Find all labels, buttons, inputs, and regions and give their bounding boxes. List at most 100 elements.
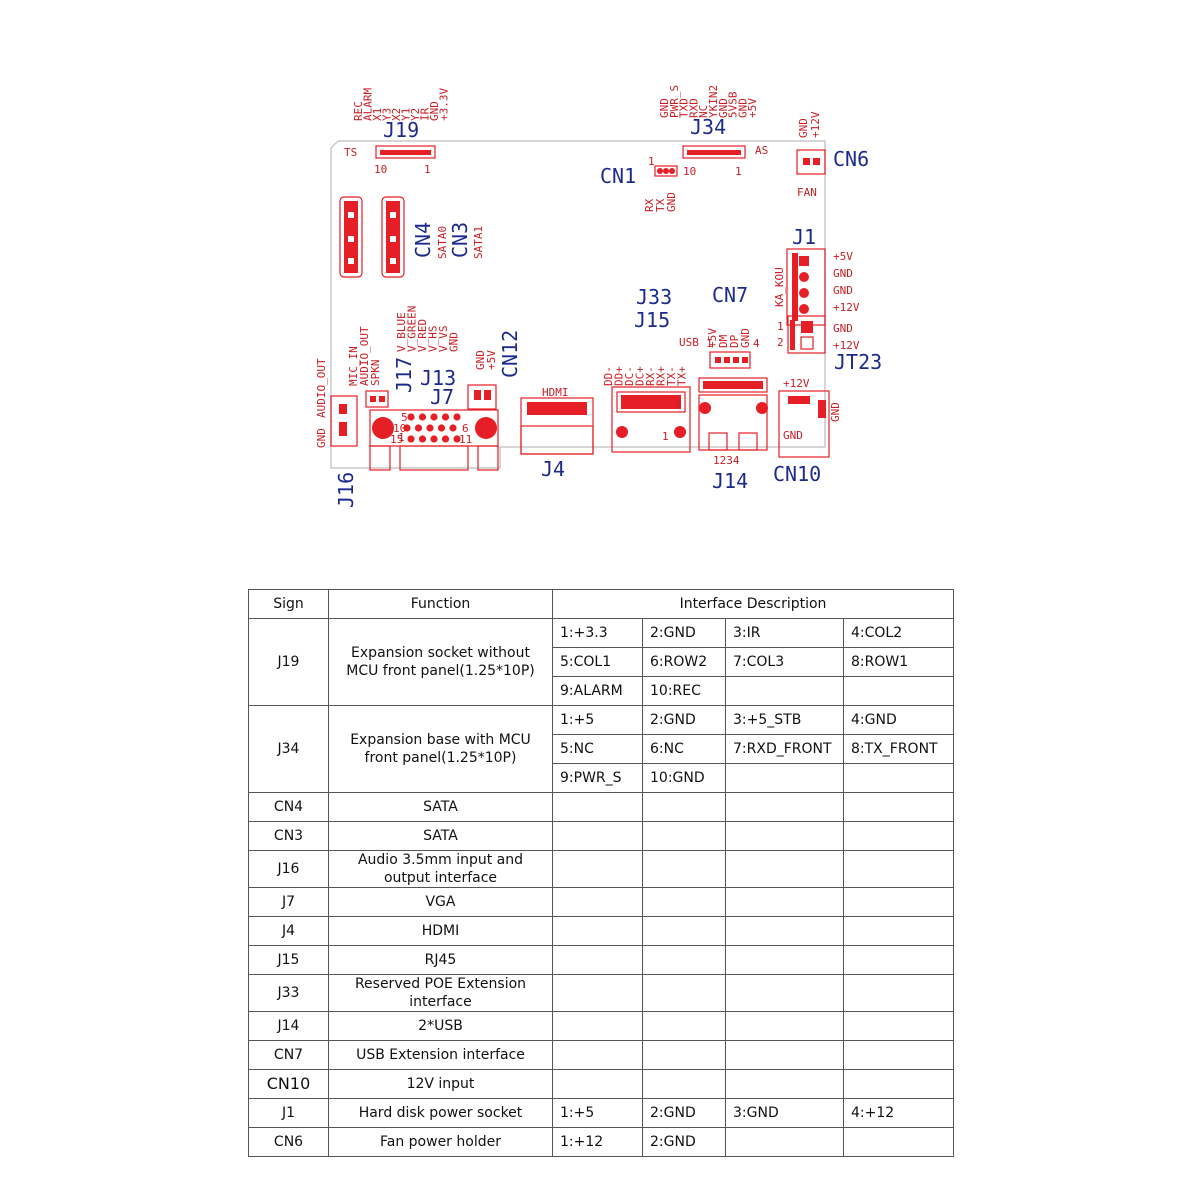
pin-cell: 9:ALARM bbox=[552, 676, 643, 706]
j16-label: J16 bbox=[334, 472, 358, 508]
pin-cell bbox=[642, 792, 726, 822]
j19-pin-label: X1 bbox=[371, 108, 384, 121]
cn12-pin-labels: GND+5V bbox=[474, 350, 498, 370]
j19-pin-label: GND bbox=[428, 101, 441, 121]
svg-text:6: 6 bbox=[462, 422, 469, 435]
pin-cell: 4:+12 bbox=[843, 1098, 954, 1128]
function-cell: Fan power holder bbox=[328, 1127, 553, 1157]
pin-cell bbox=[642, 945, 726, 975]
j19-pin-label: Y3 bbox=[381, 108, 394, 121]
pin-cell: 1:+5 bbox=[552, 1098, 643, 1128]
svg-text:8: 8 bbox=[675, 398, 682, 411]
pin-cell bbox=[843, 850, 954, 888]
pin-cell: 4:GND bbox=[843, 705, 954, 735]
pin-cell bbox=[843, 792, 954, 822]
pin-cell: 1:+3.3 bbox=[552, 618, 643, 648]
pin-cell: 3:+5_STB bbox=[725, 705, 844, 735]
pin-cell bbox=[552, 850, 643, 888]
sign-cell: J7 bbox=[248, 887, 329, 917]
svg-text:+12V: +12V bbox=[783, 377, 810, 390]
pin-cell bbox=[552, 821, 643, 851]
svg-text:1: 1 bbox=[424, 163, 431, 176]
as-label: AS bbox=[755, 144, 768, 157]
header-sign: Sign bbox=[248, 589, 329, 619]
pin-cell bbox=[725, 792, 844, 822]
sign-cell: J15 bbox=[248, 945, 329, 975]
pin-cell bbox=[725, 974, 844, 1012]
svg-text:1: 1 bbox=[648, 155, 655, 168]
sign-cell: CN6 bbox=[248, 1127, 329, 1157]
pin-cell bbox=[843, 1040, 954, 1070]
svg-text:10: 10 bbox=[683, 165, 696, 178]
pin-cell bbox=[552, 916, 643, 946]
j1-hdd-power-connector bbox=[786, 248, 826, 326]
j4-hdmi-connector: HDMI bbox=[520, 386, 594, 455]
function-cell: Hard disk power socket bbox=[328, 1098, 553, 1128]
speaker-header bbox=[365, 390, 389, 408]
ts-label: TS bbox=[344, 146, 357, 159]
table-header-row: Sign Function Interface Description bbox=[248, 589, 954, 619]
svg-text:1: 1 bbox=[398, 431, 405, 444]
pin-cell bbox=[725, 945, 844, 975]
header-function: Function bbox=[328, 589, 553, 619]
svg-text:10: 10 bbox=[374, 163, 387, 176]
cn6-pin-label: GND bbox=[797, 118, 810, 138]
svg-text:15: 15 bbox=[390, 433, 403, 446]
cn1-pin-label: GND bbox=[665, 192, 678, 212]
j7-pin-label: V_VS bbox=[437, 326, 450, 353]
function-cell: Reserved POE Extension interface bbox=[328, 974, 553, 1012]
audio-pin-label: AUDIO_OUT bbox=[358, 326, 371, 386]
jt23-header: 1 2 bbox=[777, 315, 826, 354]
cn1-label: CN1 bbox=[600, 164, 636, 188]
pin-cell bbox=[725, 1040, 844, 1070]
j1-label: J1 bbox=[792, 225, 816, 249]
sign-cell: J19 bbox=[248, 618, 329, 706]
cn7-usb-header: USB 1 4 bbox=[679, 336, 760, 369]
pin-cell bbox=[642, 1040, 726, 1070]
j14-label: J14 bbox=[712, 469, 748, 493]
pin-cell bbox=[725, 1011, 844, 1041]
pin-cell bbox=[843, 945, 954, 975]
function-cell: HDMI bbox=[328, 916, 553, 946]
pin-cell: 6:ROW2 bbox=[642, 647, 726, 677]
pin-cell: 5:COL1 bbox=[552, 647, 643, 677]
sign-cell: J33 bbox=[248, 974, 329, 1012]
cn6-label: CN6 bbox=[833, 147, 869, 171]
j34-pin-label: NC bbox=[697, 105, 710, 118]
j19-pin-label: IR bbox=[419, 107, 432, 121]
pin-cell: 2:GND bbox=[642, 705, 726, 735]
cn7-pin-label: DP bbox=[728, 334, 741, 348]
cn7-pin-label: DM bbox=[717, 334, 730, 348]
rj45-pin-label: DC- bbox=[623, 366, 636, 386]
pin-cell bbox=[843, 1011, 954, 1041]
cn6-header: FAN bbox=[796, 149, 826, 199]
j34-pin-label: TXD bbox=[678, 98, 691, 118]
pin-cell bbox=[843, 974, 954, 1012]
pin-cell bbox=[642, 1011, 726, 1041]
j7-vga-connector: 5 10 15 6 11 1 bbox=[369, 409, 499, 471]
cn3-label: CN3 bbox=[448, 222, 472, 258]
pin-cell: 8:TX_FRONT bbox=[843, 734, 954, 764]
pin-cell bbox=[552, 974, 643, 1012]
pin-cell bbox=[725, 676, 844, 706]
j34-pin-label: +5V bbox=[746, 98, 759, 118]
cn10-power-jack: +12V GND GND bbox=[778, 377, 842, 458]
rj45-pin-label: RX- bbox=[644, 366, 657, 386]
function-cell: VGA bbox=[328, 887, 553, 917]
pin-cell: 5:NC bbox=[552, 734, 643, 764]
pin-cell bbox=[843, 887, 954, 917]
svg-text:GND: GND bbox=[829, 402, 842, 422]
